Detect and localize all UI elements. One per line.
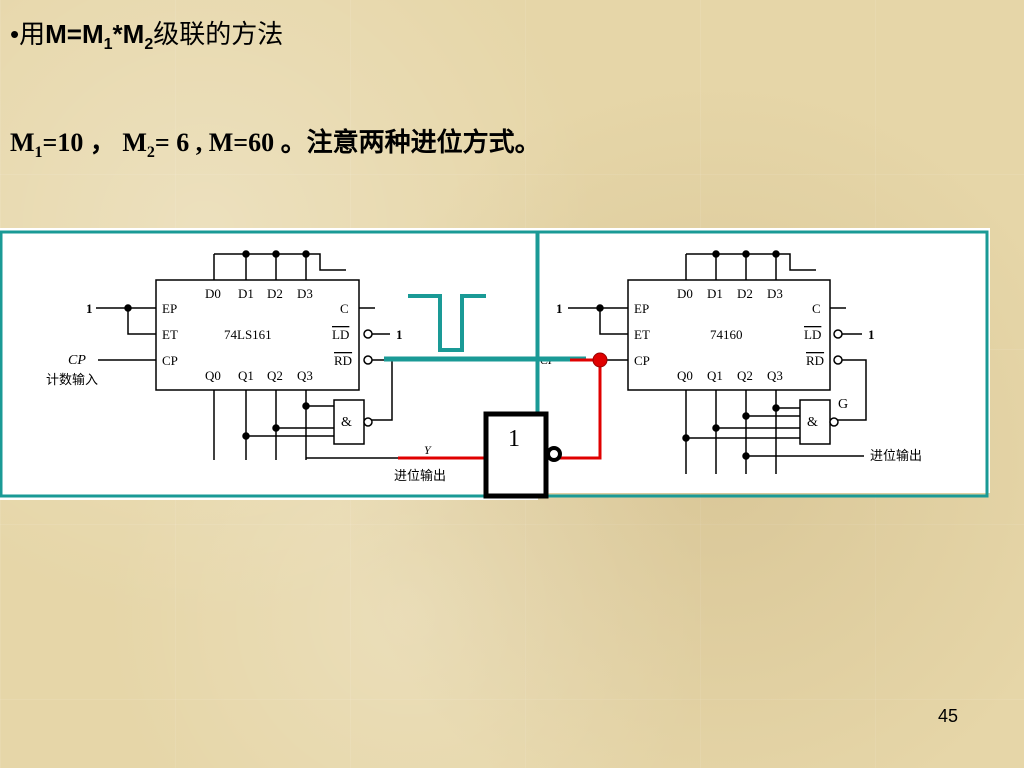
right-pin-q1: Q1	[707, 368, 723, 383]
left-gate-label: &	[341, 415, 352, 430]
formula-m: M=M	[45, 19, 104, 49]
left-cp-caption: 计数输入	[46, 372, 98, 387]
left-pin-d2: D2	[267, 286, 283, 301]
left-pin-ep: EP	[162, 301, 177, 316]
left-chip-name: 74LS161	[224, 327, 272, 342]
subscript-1: 1	[103, 36, 113, 54]
m1-label: M	[10, 128, 35, 157]
left-carry-label: 进位输出	[394, 468, 446, 483]
left-input-one-ep: 1	[86, 301, 93, 316]
subscript-2: 2	[144, 36, 154, 54]
right-pin-d3: D3	[767, 286, 783, 301]
right-pin-ld: LD	[804, 327, 821, 342]
left-y-label: Y	[424, 443, 432, 457]
inverter-label: 1	[508, 426, 520, 452]
left-panel-bg	[0, 228, 538, 500]
title-prefix: 用	[19, 19, 46, 49]
right-carry-label: 进位输出	[870, 448, 922, 463]
red-junction-dot	[592, 352, 608, 368]
pulse-waveform	[408, 294, 486, 352]
cascade-circuit-diagram: D0 D1 D2 D3 EP ET CP C LD RD 74LS161 Q0 …	[0, 228, 990, 500]
right-input-one-ld: 1	[868, 327, 875, 342]
left-pin-et: ET	[162, 327, 178, 342]
left-pin-q0: Q0	[205, 368, 221, 383]
right-pin-q3: Q3	[767, 368, 783, 383]
m1-value: =10 ，	[42, 128, 116, 157]
left-pin-d3: D3	[297, 286, 313, 301]
left-pin-q2: Q2	[267, 368, 283, 383]
m2-subscript: 2	[146, 144, 155, 162]
right-pin-q2: Q2	[737, 368, 753, 383]
right-pin-cp: CP	[634, 353, 650, 368]
left-pin-cp: CP	[162, 353, 178, 368]
right-gate-name: G	[838, 397, 848, 412]
right-frame	[536, 230, 989, 498]
right-pin-d0: D0	[677, 286, 693, 301]
m1-subscript: 1	[34, 144, 43, 162]
left-pin-ld: LD	[332, 327, 349, 342]
right-pin-c: C	[812, 301, 821, 316]
m2-label: M	[115, 128, 147, 157]
right-pin-rd: RD	[806, 353, 824, 368]
left-pin-c: C	[340, 301, 349, 316]
right-pin-q0: Q0	[677, 368, 693, 383]
left-input-one-ld: 1	[396, 327, 403, 342]
title-suffix: 级联的方法	[153, 19, 284, 49]
right-pin-ep: EP	[634, 301, 649, 316]
red-wire-cp	[556, 358, 602, 460]
left-counter-chip	[96, 250, 400, 460]
left-pin-rd: RD	[334, 353, 352, 368]
right-pin-d2: D2	[737, 286, 753, 301]
left-pin-d0: D0	[205, 286, 221, 301]
right-input-one-ep: 1	[556, 301, 563, 316]
left-pin-q3: Q3	[297, 368, 313, 383]
left-cp-label: CP	[68, 353, 86, 368]
left-pin-q1: Q1	[238, 368, 254, 383]
right-pin-d1: D1	[707, 286, 723, 301]
right-pin-et: ET	[634, 327, 650, 342]
formula-star-m: *M	[112, 19, 145, 49]
slide-title: •用M=M1*M2级联的方法	[10, 14, 283, 54]
right-chip-name: 74160	[710, 327, 743, 342]
inverter-box	[483, 411, 549, 499]
right-gate-label: &	[807, 415, 818, 430]
m2-value: = 6 , M=60 。注意两种进位方式。	[154, 128, 541, 157]
inverter-bubble	[546, 446, 562, 462]
slide-subtitle: M1=10 ， M2= 6 , M=60 。注意两种进位方式。	[10, 122, 541, 162]
bullet: •	[10, 19, 20, 49]
page-number: 45	[938, 706, 959, 726]
left-pin-d1: D1	[238, 286, 254, 301]
